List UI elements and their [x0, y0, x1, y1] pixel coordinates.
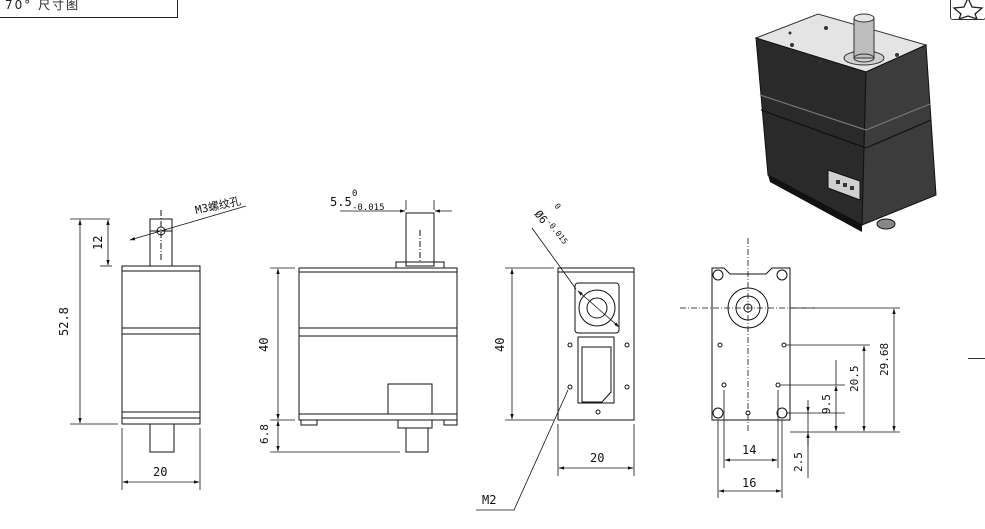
rear-dia-tol-upper: 0	[552, 202, 562, 211]
view-title-box: 70° 尺寸图	[0, 0, 178, 18]
screw-note-label: M2	[482, 493, 496, 507]
top-dim-9-5: 9.5	[820, 394, 833, 414]
side-shaft-label: 12	[91, 236, 105, 250]
front-shaft-tol-lower: -0.015	[352, 203, 385, 213]
rear-width-label: 20	[590, 451, 604, 465]
side-width-label: 20	[153, 465, 167, 479]
rear-dia-tol-lower: -0.015	[544, 218, 569, 246]
scroll-indicator	[968, 358, 985, 359]
side-height-label: 52.8	[57, 307, 71, 336]
top-dim-29-68: 29.68	[878, 343, 891, 376]
servo-3d-render	[754, 13, 937, 232]
rear-diameter-dim: Ø6	[532, 208, 550, 226]
top-dim-14: 14	[742, 443, 756, 457]
front-shaft-dim: 5.5	[330, 195, 352, 209]
front-bottom-label: 6.8	[258, 424, 271, 444]
top-dim-16: 16	[742, 476, 756, 490]
star-icon	[952, 0, 984, 21]
front-height-label: 40	[257, 338, 271, 352]
rear-view	[476, 227, 635, 511]
rear-height-label: 40	[493, 338, 507, 352]
favorite-button[interactable]	[950, 0, 985, 21]
side-view	[70, 205, 247, 490]
front-shaft-tol-upper: 0	[352, 189, 357, 199]
top-dim-2-5: 2.5	[792, 452, 805, 472]
top-view	[680, 238, 900, 498]
front-view	[270, 200, 458, 453]
thread-note-label: M3螺纹孔	[194, 194, 242, 217]
view-title: 70° 尺寸图	[5, 0, 81, 12]
top-dim-20-5: 20.5	[848, 366, 861, 393]
